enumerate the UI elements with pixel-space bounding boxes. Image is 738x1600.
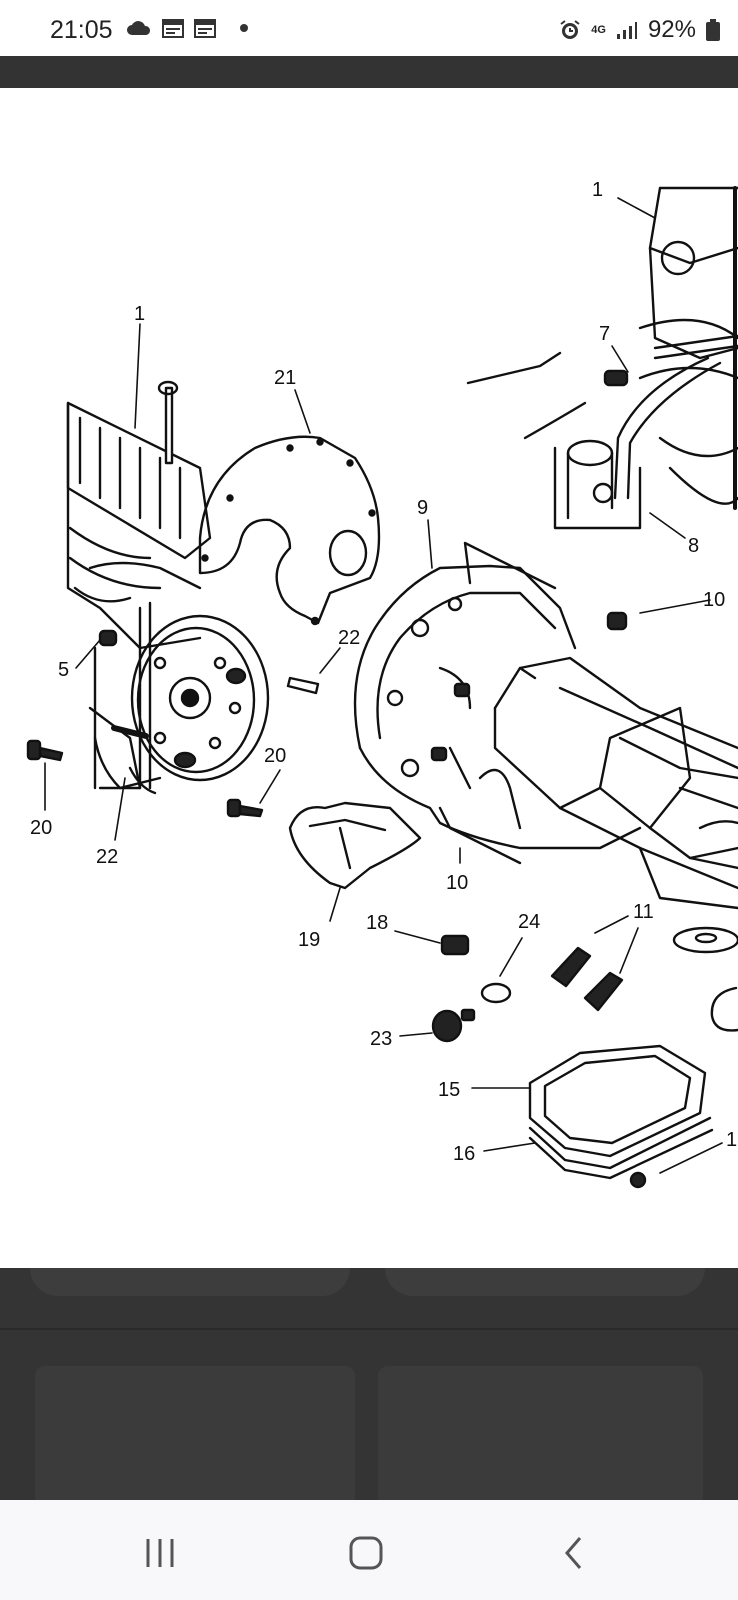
status-time: 21:05 [50,16,113,44]
callout-label: 18 [366,912,388,934]
battery-icon [706,19,720,41]
background-card [35,1366,355,1506]
background-card [378,1366,703,1506]
recents-button[interactable] [130,1530,190,1576]
callout-label: 1 [592,179,603,201]
transmission-exploded-diagram: 1 1 21 7 9 8 10 22 5 20 20 22 10 19 18 2… [26,179,738,1189]
callout-label: 15 [438,1079,460,1101]
callout-label: 7 [599,323,610,345]
network-type: 4G [591,23,606,36]
cloud-icon [127,21,151,35]
background-action-pill [30,1268,350,1296]
callout-label: 8 [688,535,699,557]
parts-diagram-image[interactable]: 1 1 21 7 9 8 10 22 5 20 20 22 10 19 18 2… [0,88,738,1268]
callout-label: 1 [726,1129,737,1151]
callout-label: 24 [518,911,540,933]
callout-label: 1 [134,303,145,325]
callout-label: 10 [446,872,468,894]
callout-label: 9 [417,497,428,519]
alarm-icon [560,20,580,39]
callout-label: 5 [58,659,69,681]
divider [0,1328,738,1330]
callout-label: 20 [30,817,52,839]
transmission-dust-cover [288,801,422,890]
callout-label: 11 [633,901,654,923]
back-button[interactable] [544,1530,604,1576]
status-bar: 21:05 4G 92% [0,0,738,56]
home-button[interactable] [336,1530,396,1576]
callout-label: 10 [703,589,725,611]
transmission-case [493,656,738,910]
callout-labels: 1 1 21 7 9 8 10 22 5 20 20 22 10 19 18 2… [30,179,737,1165]
battery-percent: 92% [647,16,696,43]
callout-label: 22 [338,627,360,649]
fasteners [26,611,647,1189]
more-notifications-dot-icon [240,24,248,32]
system-icons: 4G 92% [559,16,720,44]
system-navigation-bar [0,1500,738,1600]
callout-label: 19 [298,929,320,951]
image-viewer-toolbar [0,56,738,88]
signal-icon [616,22,637,39]
callout-label: 21 [274,367,296,389]
background-page-content [0,1268,738,1506]
callout-label: 23 [370,1028,392,1050]
flex-plate-cover-gasket [198,435,381,626]
callout-label: 22 [96,846,118,868]
dipstick-tube [466,334,738,530]
callout-label: 16 [453,1143,475,1165]
washers-plugs [111,676,738,1032]
flexplate-flywheel [128,601,270,795]
background-action-pill [385,1268,705,1296]
back-icon [565,1537,582,1569]
callout-leaders [44,197,723,1174]
callout-label: 20 [264,745,286,767]
oil-pan [528,1044,714,1180]
calendar-icon [162,19,184,38]
home-icon [349,1536,383,1570]
notification-icons [126,18,248,38]
calendar-icon [194,19,216,38]
recents-icon [146,1539,174,1567]
